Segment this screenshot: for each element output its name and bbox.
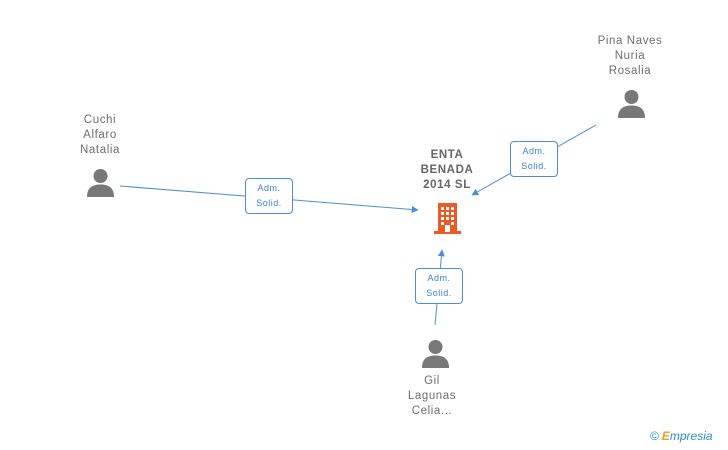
building-icon[interactable] bbox=[432, 201, 463, 235]
brand-name: mpresia bbox=[669, 429, 713, 443]
person-icon[interactable] bbox=[86, 168, 115, 197]
person-name-cuchi[interactable]: Cuchi Alfaro Natalia bbox=[80, 114, 120, 156]
person-icon[interactable] bbox=[617, 89, 646, 118]
empresia-watermark: ©Empresia bbox=[650, 429, 713, 443]
edge-label-pina[interactable]: Adm. Solid. bbox=[510, 141, 558, 177]
person-icon[interactable] bbox=[421, 339, 450, 368]
person-name-gil[interactable]: Gil Lagunas Celia... bbox=[407, 375, 457, 417]
brand-initial: E bbox=[661, 429, 670, 443]
person-name-pina[interactable]: Pina Naves Nuria Rosalia bbox=[597, 35, 663, 77]
company-name[interactable]: ENTA BENADA 2014 SL bbox=[420, 149, 474, 191]
edge-label-gil[interactable]: Adm. Solid. bbox=[415, 268, 463, 304]
copyright-symbol: © bbox=[650, 429, 659, 443]
edge-label-cuchi[interactable]: Adm. Solid. bbox=[245, 178, 293, 214]
